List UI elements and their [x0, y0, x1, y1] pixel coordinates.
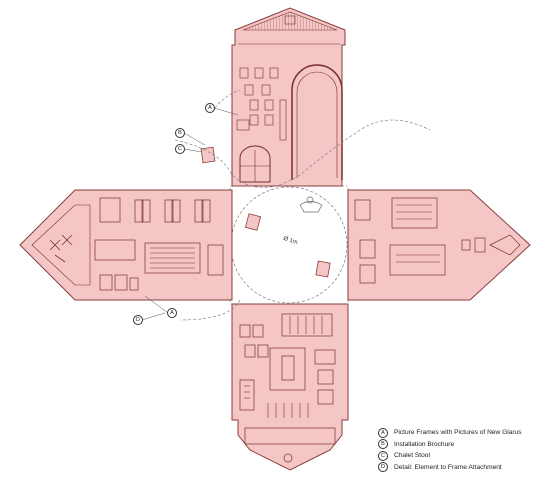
legend-item: C Chalet Stool	[378, 450, 540, 462]
callout-a: A	[205, 103, 215, 113]
top-panel	[231, 7, 346, 187]
legend: A Picture Frames with Pictures of New Gl…	[378, 427, 540, 473]
legend-text: Chalet Stool	[394, 452, 430, 460]
legend-item: D Detail: Element to Frame Attachment	[378, 462, 540, 474]
callout-a-left: A	[167, 308, 177, 318]
callout-b: B	[175, 128, 185, 138]
legend-item: A Picture Frames with Pictures of New Gl…	[378, 427, 540, 439]
legend-mark: D	[378, 462, 388, 473]
callout-c: C	[175, 144, 185, 154]
legend-text: Detail: Element to Frame Attachment	[394, 463, 502, 471]
center-circle	[230, 186, 348, 304]
center-square	[229, 185, 349, 305]
person-figure	[299, 196, 323, 213]
left-panel	[19, 189, 233, 301]
legend-mark: A	[378, 427, 388, 438]
chalet-stools	[200, 146, 331, 278]
legend-item: B Installation Brochure	[378, 439, 540, 451]
legend-text: Picture Frames with Pictures of New Glar…	[394, 429, 522, 437]
legend-text: Installation Brochure	[394, 440, 455, 448]
callout-d: D	[133, 315, 143, 325]
right-panel	[347, 189, 531, 301]
bottom-panel	[231, 303, 349, 471]
legend-mark: C	[378, 450, 388, 461]
legend-mark: B	[378, 439, 388, 450]
